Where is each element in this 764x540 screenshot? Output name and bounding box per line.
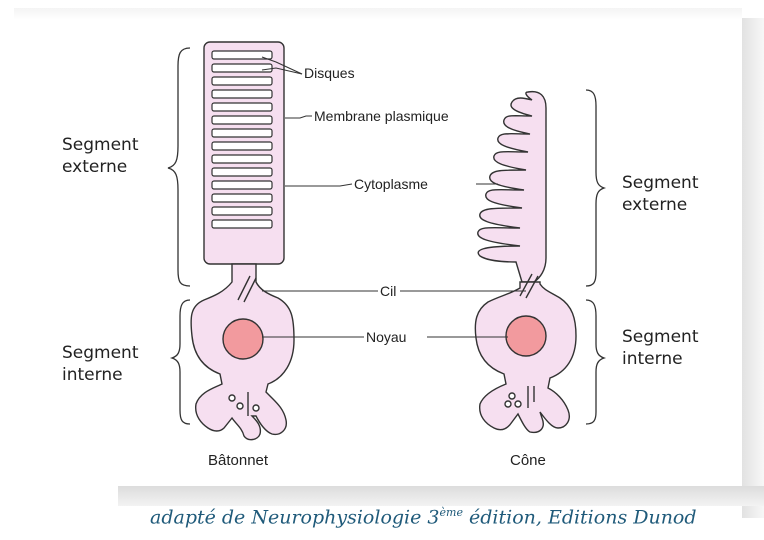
label-cil: Cil [380,283,396,299]
cone-cell [475,92,576,433]
label-noyau: Noyau [366,329,406,345]
cone-outer-segment [478,92,546,282]
right-externe-line1: Segment [622,172,699,194]
left-externe-line2: externe [62,156,139,178]
brace-left-inner [172,300,190,424]
cone-nucleus [506,316,546,356]
right-segment-interne: Segment interne [622,326,699,370]
cone-name: Cône [510,452,546,469]
cone-body [475,282,576,432]
rod-cell [191,42,294,440]
rod-nucleus [223,319,263,359]
caption-prefix: adapté de Neurophysiologie 3 [150,506,440,528]
caption-superscript: ème [440,506,463,519]
label-disques: Disques [304,65,355,81]
brace-right-outer [586,90,604,286]
left-interne-line1: Segment [62,342,139,364]
right-interne-line2: interne [622,348,699,370]
left-segment-externe: Segment externe [62,134,139,178]
left-interne-line2: interne [62,364,139,386]
brace-left-outer [168,48,190,286]
right-externe-line2: externe [622,194,699,216]
label-membrane-plasmique: Membrane plasmique [314,108,449,124]
right-segment-externe: Segment externe [622,172,699,216]
caption-suffix: édition, Editions Dunod [463,506,697,528]
right-interne-line1: Segment [622,326,699,348]
left-externe-line1: Segment [62,134,139,156]
rod-outer-segment [204,42,284,264]
rod-name: Bâtonnet [208,452,268,469]
left-segment-interne: Segment interne [62,342,139,386]
brace-right-inner [586,300,604,424]
source-caption: adapté de Neurophysiologie 3ème édition,… [150,506,760,528]
label-cytoplasme: Cytoplasme [354,176,428,192]
